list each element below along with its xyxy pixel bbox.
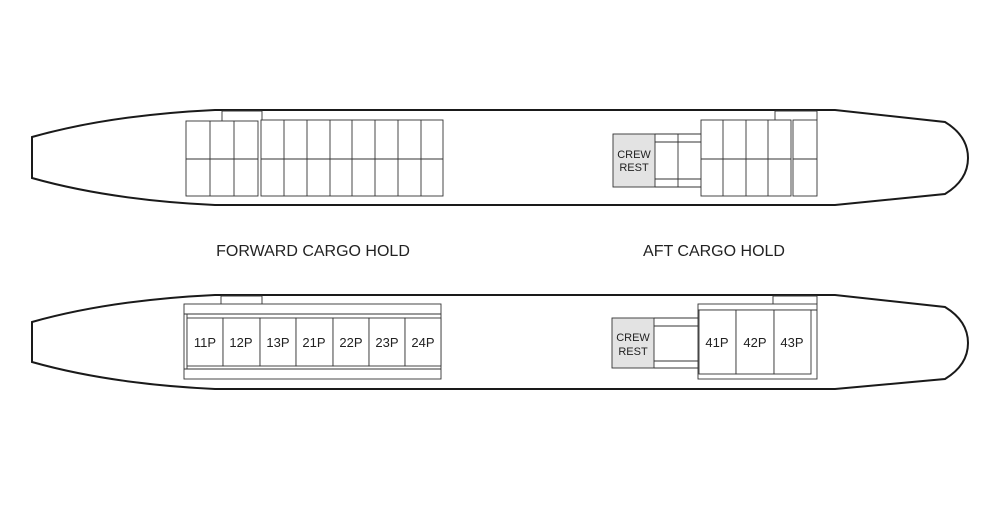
position-42P: [735, 309, 775, 375]
position-label-42P: 42P: [743, 335, 766, 350]
upper-crew-rest: CREW REST: [612, 133, 701, 188]
lower-fuselage-outline: [31, 294, 970, 390]
position-label-24P: 24P: [411, 335, 434, 350]
lower-aft-block: 41P 42P 43P: [697, 295, 818, 380]
position-41P: [698, 309, 737, 375]
position-label-22P: 22P: [339, 335, 362, 350]
lower-aft-frame: [697, 303, 818, 380]
upper-deck: CREW REST: [31, 109, 970, 206]
position-23P: [368, 317, 406, 367]
upper-crew-rest-line1: CREW: [617, 149, 651, 161]
lower-crew-rest: CREW REST: [611, 317, 698, 369]
position-24P: [404, 317, 442, 367]
lower-crew-rest-box: [611, 317, 655, 369]
forward-cargo-hold-label: FORWARD CARGO HOLD: [216, 243, 410, 260]
position-label-41P: 41P: [705, 335, 728, 350]
position-label-12P: 12P: [229, 335, 252, 350]
position-22P: [332, 317, 370, 367]
lower-forward-positions: 11P 12P 13P 21P 22P 23P 24P: [186, 317, 442, 367]
position-label-43P: 43P: [780, 335, 803, 350]
position-label-23P: 23P: [375, 335, 398, 350]
lower-crew-rest-line1: CREW: [616, 332, 650, 344]
upper-fwd-left-frame: [185, 120, 259, 197]
upper-crew-rest-line2: REST: [619, 162, 649, 174]
upper-crew-rest-box: [612, 133, 656, 188]
position-21P: [295, 317, 334, 367]
aft-cargo-hold-label: AFT CARGO HOLD: [643, 243, 785, 260]
upper-aft-extra: [792, 119, 818, 197]
lower-deck: 11P 12P 13P 21P 22P 23P 24P CREW REST: [31, 294, 970, 390]
upper-aft-block: [700, 110, 818, 197]
upper-fuselage-outline: [31, 109, 970, 206]
position-label-13P: 13P: [266, 335, 289, 350]
position-43P: [773, 309, 812, 375]
upper-forward-main-block: [260, 119, 444, 197]
upper-forward-left-block: [185, 110, 263, 197]
lower-crew-rest-line2: REST: [618, 346, 648, 358]
position-label-21P: 21P: [302, 335, 325, 350]
position-label-11P: 11P: [194, 335, 216, 350]
position-11P: [186, 317, 224, 367]
position-13P: [259, 317, 297, 367]
